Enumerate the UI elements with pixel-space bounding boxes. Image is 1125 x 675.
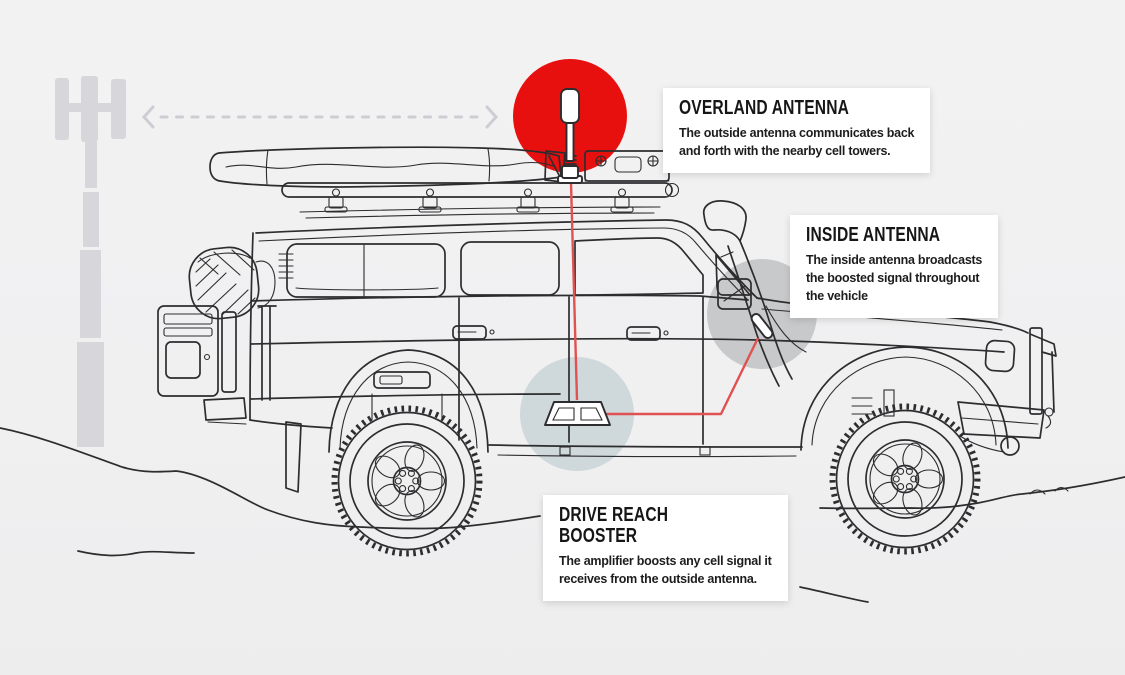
card-title: INSIDE ANTENNA — [806, 224, 941, 246]
card-body: The outside antenna communicates back an… — [679, 125, 915, 158]
card-body: The inside antenna broadcasts the booste… — [806, 252, 983, 303]
card-title: OVERLAND ANTENNA — [679, 97, 850, 119]
front-wheel — [829, 403, 981, 555]
card-inside-antenna: INSIDE ANTENNA The inside antenna broadc… — [790, 215, 999, 318]
vehicle-body — [249, 200, 1057, 458]
signal-cable-lines — [569, 182, 760, 416]
vehicle-illustration — [0, 146, 1125, 603]
inside-antenna-icon — [750, 313, 774, 339]
awning — [209, 146, 566, 188]
rear-wheel — [331, 405, 483, 557]
card-title: DRIVE REACH BOOSTER — [559, 504, 669, 547]
outside-antenna-icon — [557, 88, 583, 184]
booster-icon — [544, 401, 611, 426]
signal-arrow-icon — [141, 105, 499, 129]
roof-rack — [281, 150, 680, 219]
card-body: The amplifier boosts any cell signal it … — [559, 553, 772, 586]
spare-tire — [188, 246, 276, 320]
rear-carrier — [157, 305, 302, 493]
card-overland-antenna: OVERLAND ANTENNA The outside antenna com… — [663, 88, 931, 173]
card-drive-reach-booster: DRIVE REACH BOOSTER The amplifier boosts… — [543, 495, 788, 601]
cell-tower-icon — [55, 76, 126, 447]
